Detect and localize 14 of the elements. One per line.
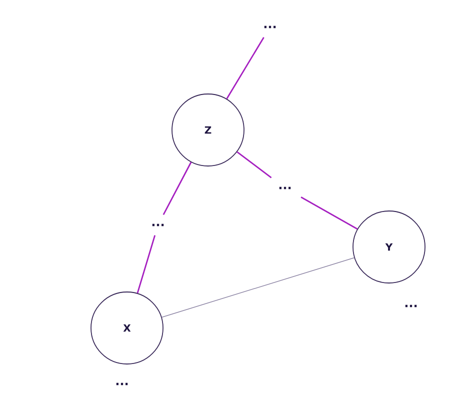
circle-node: Z (172, 94, 244, 166)
circle-node: Y (352, 210, 426, 284)
ellipsis-text: ... (264, 26, 276, 28)
connector-line (136, 235, 156, 294)
ellipsis-text: ... (279, 186, 291, 190)
connector-line (162, 162, 192, 215)
connector-line (161, 257, 355, 318)
circle-node: X (90, 292, 164, 364)
ellipsis-text: ... (405, 304, 417, 308)
connector-line (236, 151, 272, 178)
connector-line (300, 196, 358, 230)
connector-line (226, 36, 264, 100)
ellipsis-text: ... (116, 382, 128, 386)
ellipsis-text: ... (152, 224, 164, 226)
